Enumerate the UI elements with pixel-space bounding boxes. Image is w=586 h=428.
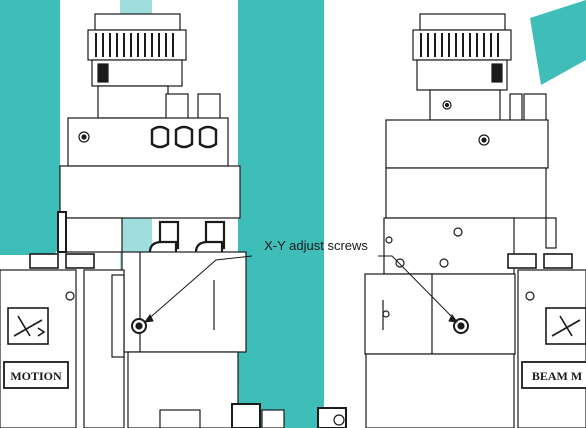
left-focus-ring: [94, 13, 181, 31]
right-knurl-marks: [420, 33, 499, 57]
watermark-right-diagonal: [530, 0, 586, 85]
right-focus-ring: [419, 13, 506, 31]
left-adjust-screw: [131, 318, 147, 334]
watermark-center-bar: [238, 0, 324, 428]
right-laser-head: [317, 13, 586, 428]
left-knurl-marks: [95, 33, 174, 57]
left-nameplate-text: MOTION: [10, 369, 62, 383]
right-upper-block: [385, 119, 549, 169]
right-nameplate-text: BEAM M: [532, 369, 582, 383]
right-warning-icon: [545, 307, 586, 345]
right-nameplate: [521, 361, 586, 389]
left-nameplate: [3, 361, 69, 389]
left-warning-icon: [7, 307, 49, 345]
callout-leaders: [143, 255, 459, 323]
callout-label: X-Y adjust screws: [264, 238, 368, 253]
watermark-left-stroke: [0, 0, 60, 255]
left-laser-head: [0, 13, 285, 428]
